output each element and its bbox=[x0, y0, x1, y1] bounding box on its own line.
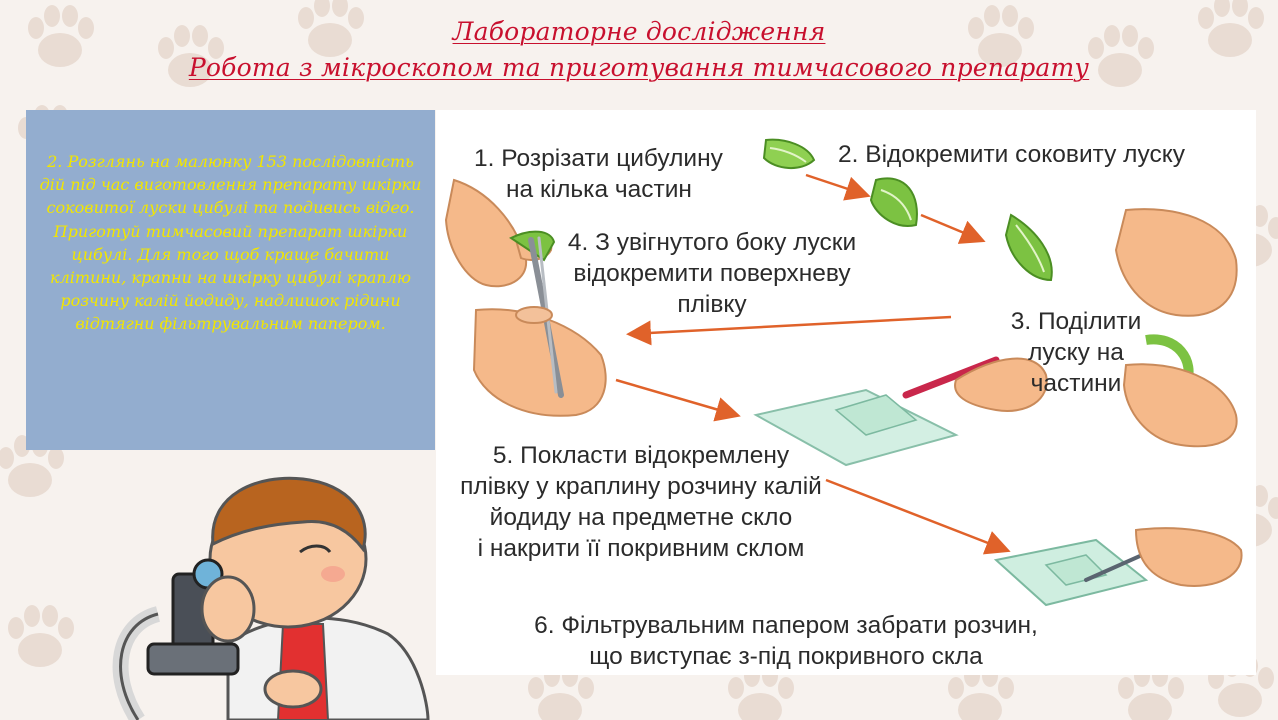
step-6-label: 6. Фільтрувальним папером забрати розчин… bbox=[534, 612, 1038, 670]
title-block: Лабораторне дослідження Робота з мікроск… bbox=[0, 14, 1278, 86]
slide-with-needle-icon bbox=[753, 356, 1048, 467]
page-title: Лабораторне дослідження bbox=[452, 17, 826, 46]
arrow-4-to-5 bbox=[615, 378, 741, 422]
step-4-label: 4. З увігнутого боку луски відокремити п… bbox=[567, 229, 857, 318]
arrow-3-to-4 bbox=[626, 315, 952, 346]
task-text: 2. Розглянь на малюнку 153 послідовність… bbox=[39, 152, 422, 334]
procedure-illustration bbox=[444, 138, 1243, 607]
procedure-figure: 1. Розрізати цибулину на кілька частин 2… bbox=[436, 110, 1256, 675]
step-2-label: 2. Відокремити соковиту луску bbox=[838, 141, 1185, 168]
arrow-5-to-6 bbox=[825, 478, 1011, 555]
step-1-label: 1. Розрізати цибулину на кілька частин bbox=[474, 145, 723, 203]
slide-filter-paper-icon bbox=[993, 527, 1243, 607]
step-3-label: 3. Поділити луску на частини bbox=[1010, 308, 1142, 397]
hand-tweezers-icon bbox=[472, 236, 607, 417]
arrow-2-to-3 bbox=[920, 213, 986, 244]
step-5-label: 5. Покласти відокремлену плівку у крапли… bbox=[460, 442, 822, 562]
arrow-1-to-2 bbox=[805, 173, 871, 201]
task-box: 2. Розглянь на малюнку 153 послідовність… bbox=[26, 110, 435, 450]
boy-with-microscope-icon bbox=[112, 476, 430, 720]
onion-scale-icon bbox=[869, 177, 918, 227]
onion-slice-icon bbox=[762, 138, 816, 169]
onion-scale-piece-icon bbox=[1004, 213, 1053, 282]
hands-dividing-icon bbox=[1114, 208, 1238, 448]
page-subtitle: Робота з мікроскопом та приготування тим… bbox=[188, 53, 1090, 82]
